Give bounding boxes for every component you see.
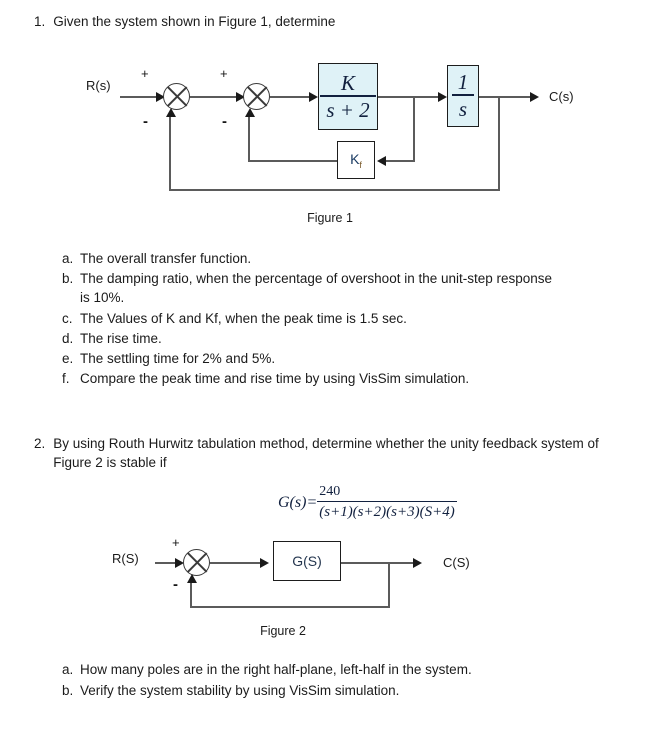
subitem-d-text: The rise time. xyxy=(80,331,162,346)
plant-block-denominator: s + 2 xyxy=(326,97,370,122)
summer2-minus-sign: - xyxy=(222,113,227,130)
wire-plant-to-integrator xyxy=(378,96,440,98)
plant-block-fraction: K s + 2 xyxy=(320,70,376,122)
question-1-subitem-d: d. The rise time. xyxy=(62,329,632,348)
arrowhead-summer1-feedback xyxy=(166,108,176,117)
plant-block-inner: K s + 2 xyxy=(319,64,377,129)
q2-subitem-b-text: Verify the system stability by using Vis… xyxy=(80,683,400,698)
arrowhead-f2-summer-input xyxy=(175,558,184,568)
equation-numerator: 240 xyxy=(319,484,341,499)
equation-fraction: 240 (s+1)(s+2)(s+3)(S+4) xyxy=(317,484,457,521)
subitem-f-text: Compare the peak time and rise time by u… xyxy=(80,371,470,386)
subitem-c-text: The Values of K and Kf, when the peak ti… xyxy=(80,311,407,326)
subitem-e-label: e. xyxy=(62,351,74,366)
transfer-function-equation: G(s)= 240 (s+1)(s+2)(s+3)(S+4) xyxy=(278,484,457,521)
figure-1-caption: Figure 1 xyxy=(307,211,353,225)
summer2-plus-sign: + xyxy=(220,66,228,81)
arrowhead-output xyxy=(530,92,539,102)
wire-f2-summer-to-plant xyxy=(210,562,262,564)
question-1-stem: Given the system shown in Figure 1, dete… xyxy=(53,14,336,29)
wire-outer-feedback-up xyxy=(169,114,171,190)
arrowhead-plant-input xyxy=(309,92,318,102)
integrator-block-inner: 1 s xyxy=(448,66,478,126)
subitem-d-label: d. xyxy=(62,331,74,346)
arrowhead-summer1-input xyxy=(156,92,165,102)
plant-block-numerator: K xyxy=(340,70,355,95)
subitem-f-label: f. xyxy=(62,371,70,386)
arrowhead-f2-summer-feedback xyxy=(187,574,197,583)
subitem-b-label: b. xyxy=(62,271,74,286)
plant-block-k-over-s-plus-2: K s + 2 xyxy=(318,63,378,130)
subitem-a-text: The overall transfer function. xyxy=(80,251,252,266)
wire-summer1-to-summer2 xyxy=(190,96,238,98)
question-2-subitem-b: b. Verify the system stability by using … xyxy=(62,681,632,700)
subitem-e-text: The settling time for 2% and 5%. xyxy=(80,351,276,366)
figure2-plus-sign: + xyxy=(172,535,180,550)
figure2-summing-junction xyxy=(183,549,210,576)
figure1-input-label: R(s) xyxy=(86,78,111,93)
summer1-minus-sign: - xyxy=(143,113,148,130)
question-2-number: 2. xyxy=(34,436,46,451)
integrator-block-denominator: s xyxy=(458,97,468,121)
question-1-subitem-e: e. The settling time for 2% and 5%. xyxy=(62,349,632,368)
question-2-subitem-a: a. How many poles are in the right half-… xyxy=(62,660,632,679)
figure2-output-label: C(S) xyxy=(443,555,470,570)
wire-input-to-summer1 xyxy=(120,96,158,98)
subitem-c-label: c. xyxy=(62,311,73,326)
arrowhead-f2-plant-input xyxy=(260,558,269,568)
figure2-input-label: R(S) xyxy=(112,551,139,566)
arrowhead-integrator-input xyxy=(438,92,447,102)
wire-f2-feedback-horizontal xyxy=(190,606,390,608)
question-1-subitem-b: b. The damping ratio, when the percentag… xyxy=(62,269,562,307)
figure-2-caption: Figure 2 xyxy=(260,624,306,638)
arrowhead-kf-input xyxy=(377,156,386,166)
wire-summer2-to-plant xyxy=(270,96,312,98)
equation-denominator: (s+1)(s+2)(s+3)(S+4) xyxy=(319,504,455,521)
q2-subitem-b-label: b. xyxy=(62,683,74,698)
figure2-plant-block: G(S) xyxy=(273,541,341,581)
q2-subitem-a-text: How many poles are in the right half-pla… xyxy=(80,662,472,677)
equation-fraction-bar xyxy=(317,501,457,503)
integrator-block-one-over-s: 1 s xyxy=(447,65,479,127)
wire-inner-feedback-down xyxy=(413,96,415,162)
plant-block-fraction-bar xyxy=(320,94,376,97)
feedback-gain-subscript: f xyxy=(359,159,362,170)
subitem-a-label: a. xyxy=(62,251,74,266)
arrowhead-f2-output xyxy=(413,558,422,568)
wire-integrator-to-output xyxy=(479,96,536,98)
wire-f2-plant-to-output xyxy=(341,562,420,564)
wire-f2-feedback-up xyxy=(190,580,192,607)
feedback-gain-label: Kf xyxy=(350,151,362,170)
wire-inner-feedback-to-kf xyxy=(385,160,415,162)
summing-junction-1 xyxy=(163,83,190,110)
arrowhead-summer2-feedback xyxy=(245,108,255,117)
subitem-b-text: The damping ratio, when the percentage o… xyxy=(80,271,553,305)
figure1-output-label: C(s) xyxy=(549,89,574,104)
wire-f2-feedback-down xyxy=(388,562,390,607)
q2-subitem-a-label: a. xyxy=(62,662,74,677)
feedback-gain-block-kf: Kf xyxy=(337,141,375,179)
question-1-subitem-a: a. The overall transfer function. xyxy=(62,249,632,268)
wire-kf-to-summer2-horizontal xyxy=(248,160,337,162)
question-2-stem: By using Routh Hurwitz tabulation method… xyxy=(53,436,599,470)
wire-outer-feedback-down xyxy=(498,96,500,190)
wire-f2-input-to-summer xyxy=(155,562,177,564)
question-1-number: 1. xyxy=(34,14,46,29)
wire-kf-to-summer2-vertical xyxy=(248,114,250,161)
integrator-block-numerator: 1 xyxy=(457,70,469,94)
feedback-gain-base: K xyxy=(350,150,360,167)
summer1-plus-sign: + xyxy=(141,66,149,81)
question-1-subitem-c: c. The Values of K and Kf, when the peak… xyxy=(62,309,632,328)
integrator-block-fraction: 1 s xyxy=(451,70,475,121)
question-1-subitem-f: f. Compare the peak time and rise time b… xyxy=(62,369,632,388)
figure2-plant-label: G(S) xyxy=(292,553,322,569)
integrator-block-fraction-bar xyxy=(451,94,475,96)
wire-outer-feedback-horizontal xyxy=(169,189,500,191)
arrowhead-summer2-input xyxy=(236,92,245,102)
question-2: 2. By using Routh Hurwitz tabulation met… xyxy=(34,434,636,472)
figure2-minus-sign: - xyxy=(173,576,178,593)
summing-junction-2 xyxy=(243,83,270,110)
question-1: 1. Given the system shown in Figure 1, d… xyxy=(34,12,634,31)
equation-lhs: G(s)= xyxy=(278,493,318,511)
